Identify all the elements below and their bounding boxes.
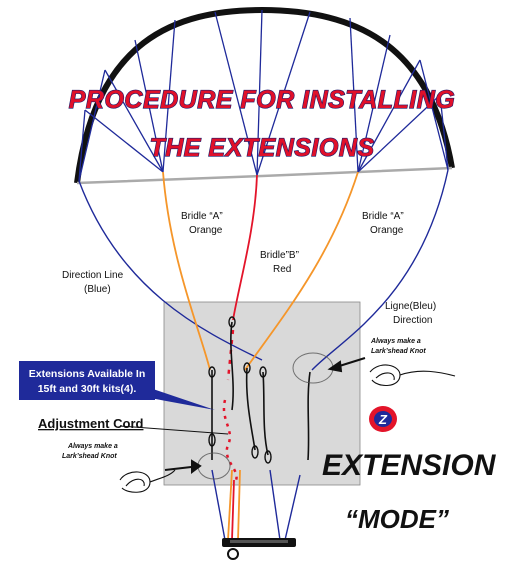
bridle-a-left-label-2: Orange: [189, 225, 223, 236]
title-line-2: THE EXTENSIONS: [149, 134, 374, 162]
bridle-b-label-2: Red: [273, 264, 291, 275]
note-right-line-1: Always make a: [370, 338, 421, 345]
lark-head-knot-icon-left: [119, 469, 176, 493]
extension-mode-badge-icon: Z: [369, 406, 397, 432]
callout-line-2: 15ft and 30ft kits(4).: [38, 383, 137, 395]
note-right-line-2: Lark’shead Knot: [371, 348, 426, 355]
extension-loops: [208, 316, 272, 464]
adjustment-cord-label: Adjustment Cord: [38, 416, 144, 431]
note-left-line-2: Lark’shead Knot: [62, 453, 117, 460]
extension-panel: [163, 301, 361, 486]
note-left-line-1: Always make a: [67, 443, 118, 450]
extension-mode-line-2: “MODE”: [345, 504, 449, 534]
direction-lines: [78, 169, 449, 541]
lark-head-knot-icon: [369, 364, 456, 386]
extension-lines: [211, 321, 311, 461]
control-bar-icon: [222, 538, 296, 560]
title-line-1: PROCEDURE FOR INSTALLING: [69, 86, 456, 114]
badge-letter: Z: [378, 412, 388, 427]
red-bridle-line: [222, 174, 258, 541]
direction-line-label-2: (Blue): [84, 284, 111, 295]
bridle-a-right-label-2: Orange: [370, 225, 404, 236]
orange-bridle-lines: [162, 171, 359, 541]
kite-canopy: [74, 6, 455, 185]
callout-line-1: Extensions Available In: [29, 368, 146, 380]
pointer-arrows: [164, 357, 366, 474]
callout-arrow: [150, 388, 215, 410]
ligne-label-1: Ligne(Bleu): [385, 301, 436, 312]
extension-mode-line-1: EXTENSION: [322, 449, 497, 482]
bridle-a-left-label-1: Bridle “A”: [181, 211, 223, 222]
ligne-label-2: Direction: [393, 315, 432, 326]
bridle-a-right-label-1: Bridle “A”: [362, 211, 404, 222]
callout-box: [19, 361, 155, 400]
bridle-b-label-1: Bridle”B”: [260, 250, 299, 261]
adjustment-cord-pointer: [119, 425, 229, 435]
direction-line-label-1: Direction Line: [62, 270, 124, 281]
